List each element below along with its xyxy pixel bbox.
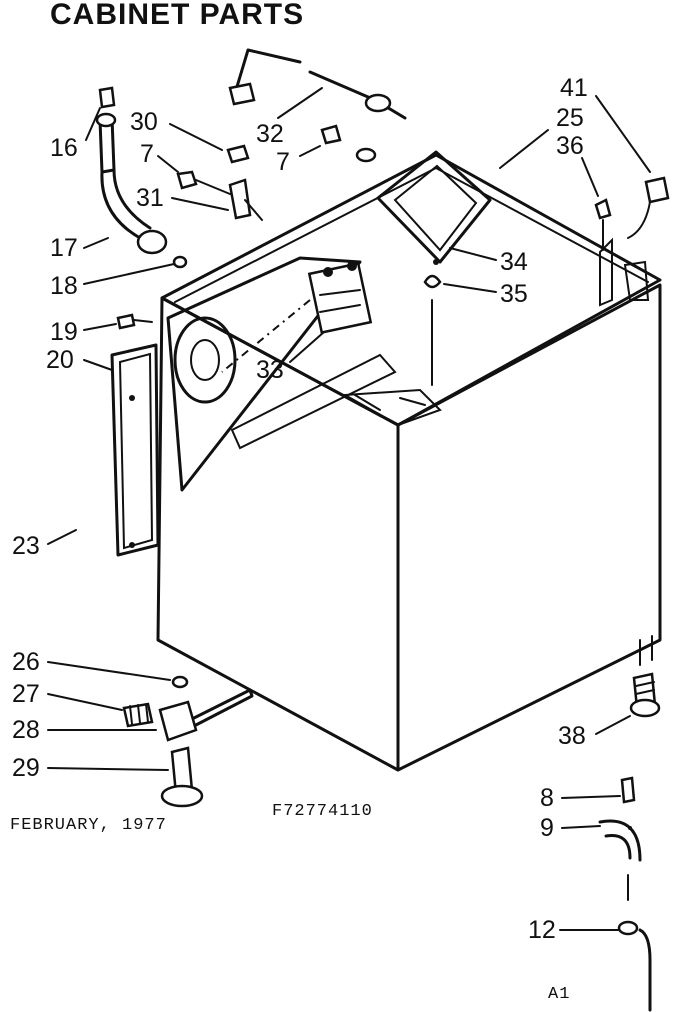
callout-28: 28 bbox=[12, 716, 40, 744]
callout-35: 35 bbox=[500, 280, 528, 308]
screw-part-8 bbox=[620, 776, 636, 804]
callout-38: 38 bbox=[558, 722, 586, 750]
cabinet-body bbox=[156, 153, 662, 772]
bumper-part-35 bbox=[423, 274, 442, 289]
callout-20: 20 bbox=[46, 346, 74, 374]
callout-18: 18 bbox=[50, 272, 78, 300]
diagram-page-label: A1 bbox=[548, 985, 570, 1004]
screw-part-7a bbox=[176, 170, 198, 190]
bezel-plate-part-20 bbox=[110, 343, 160, 557]
clip-part-30 bbox=[226, 144, 250, 164]
callout-34: 34 bbox=[500, 248, 528, 276]
callout-27: 27 bbox=[12, 680, 40, 708]
diagram-part-number: F72774110 bbox=[272, 802, 373, 821]
callout-12: 12 bbox=[528, 916, 556, 944]
leg-part-38 bbox=[629, 672, 661, 718]
connector-part-41 bbox=[627, 176, 670, 239]
callout-25: 25 bbox=[556, 104, 584, 132]
callout-41: 41 bbox=[560, 74, 588, 102]
leg-part-29 bbox=[160, 746, 204, 808]
callout-labels: 16 30 32 7 7 31 41 25 36 17 18 34 35 19 … bbox=[12, 74, 588, 944]
callout-7b: 7 bbox=[276, 148, 290, 176]
screw-part-7b bbox=[320, 124, 342, 145]
callout-31: 31 bbox=[136, 184, 164, 212]
callout-23: 23 bbox=[12, 532, 40, 560]
callout-9: 9 bbox=[540, 814, 554, 842]
screw-part-36 bbox=[594, 198, 612, 220]
diagram-title: CABINET PARTS bbox=[50, 0, 304, 31]
callout-33: 33 bbox=[256, 356, 284, 384]
top-brace-part-34 bbox=[376, 150, 492, 265]
actuator-part-31 bbox=[228, 178, 263, 221]
screw-part-19 bbox=[116, 313, 136, 330]
strap-part-9 bbox=[598, 819, 642, 862]
callout-29: 29 bbox=[12, 754, 40, 782]
callout-7a: 7 bbox=[140, 140, 154, 168]
spring-part-27 bbox=[122, 702, 154, 728]
callout-26: 26 bbox=[12, 648, 40, 676]
leader-lines bbox=[47, 87, 651, 931]
nut-part-26 bbox=[171, 675, 189, 689]
switch-part-33 bbox=[307, 261, 373, 335]
callout-30: 30 bbox=[130, 108, 158, 136]
callout-17: 17 bbox=[50, 234, 78, 262]
callout-16: 16 bbox=[50, 134, 78, 162]
diagram-date: FEBRUARY, 1977 bbox=[10, 816, 167, 835]
callout-36: 36 bbox=[556, 132, 584, 160]
callout-32: 32 bbox=[256, 120, 284, 148]
bracket-part-28 bbox=[158, 700, 198, 742]
callout-8: 8 bbox=[540, 784, 554, 812]
hose-assembly-part-17 bbox=[95, 86, 188, 269]
callout-19: 19 bbox=[50, 318, 78, 346]
washer-part-12 bbox=[617, 920, 639, 936]
harness-part-32 bbox=[228, 48, 407, 120]
hinge-plate bbox=[173, 316, 237, 404]
